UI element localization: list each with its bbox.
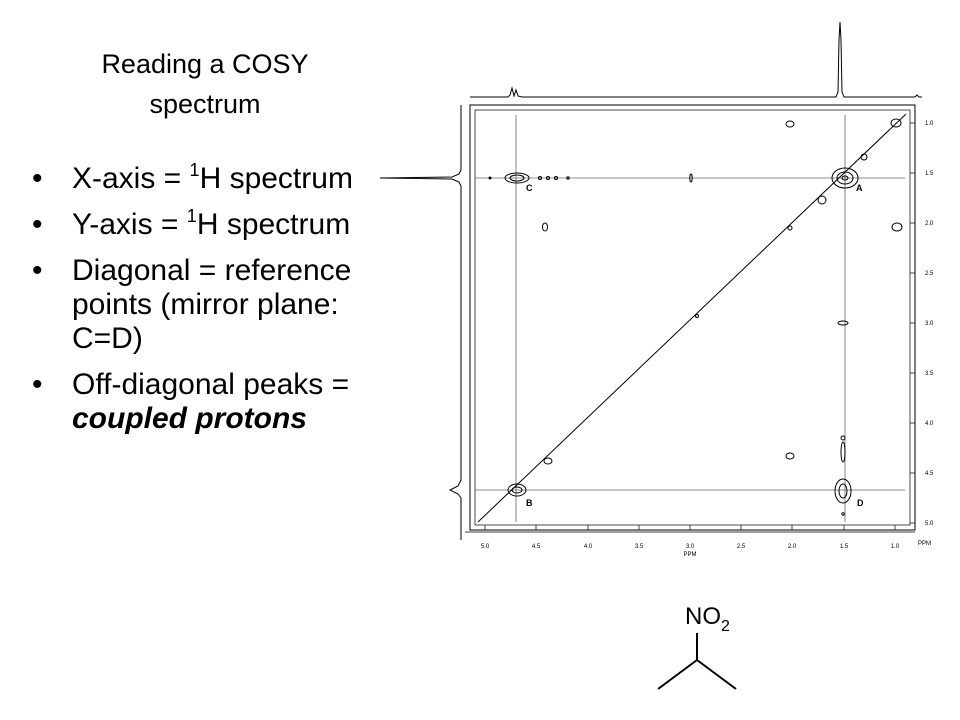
y-tick-label: 3.5 xyxy=(925,371,934,377)
peak-d-contour xyxy=(834,478,852,504)
peak-label-b: B xyxy=(526,498,533,508)
slide-title: Reading a COSY spectrum xyxy=(60,44,350,124)
y-tick-label: 1.5 xyxy=(925,171,934,177)
bullet-dot-icon: • xyxy=(32,162,43,195)
skeletal-bonds xyxy=(657,633,737,690)
bullet-text: H spectrum xyxy=(196,208,351,241)
y-axis-tick-labels: 1.0 1.5 2.0 2.5 3.0 3.5 4.0 4.5 5.0 xyxy=(925,121,934,527)
bullet-item-x-axis: • X-axis = 1H spectrum xyxy=(30,160,360,196)
peak-c-contour xyxy=(504,172,530,184)
bullet-dot-icon: • xyxy=(32,254,43,287)
peak-label-c: C xyxy=(526,183,533,193)
peak-label-a: A xyxy=(856,183,863,193)
bullet-dot-icon: • xyxy=(32,208,43,241)
bullet-emphasis: coupled protons xyxy=(72,402,307,435)
contour-peaks xyxy=(504,118,903,516)
nitro-subscript: 2 xyxy=(721,618,730,635)
bullet-text: X-axis = xyxy=(72,162,190,195)
y-tick-label: 4.0 xyxy=(925,421,934,427)
cross-peak xyxy=(538,176,542,180)
bullet-text: H spectrum xyxy=(199,162,353,195)
nitro-group-text: NO xyxy=(685,603,721,630)
cross-peak xyxy=(554,176,558,180)
cross-peak xyxy=(785,120,795,128)
bond-c-methyl-left xyxy=(657,659,698,690)
x-tick-label: 4.0 xyxy=(584,544,593,550)
y-tick-label: 1.0 xyxy=(925,121,934,127)
cross-peak xyxy=(891,222,903,232)
diagonal-peak xyxy=(890,118,902,128)
bond-c-methyl-right xyxy=(696,659,737,690)
diagonal-peak xyxy=(817,195,827,205)
x-axis-ticks xyxy=(484,525,896,530)
superscript-mass-number: 1 xyxy=(186,206,197,226)
slide-title-line1: Reading a COSY xyxy=(101,49,309,79)
cross-peak xyxy=(785,452,795,460)
peak-a-contour xyxy=(831,167,859,189)
y-axis-ticks xyxy=(910,122,915,524)
x-tick-label: 1.0 xyxy=(891,544,900,550)
cross-peak xyxy=(840,441,846,463)
top-projection-spectrum xyxy=(470,21,922,98)
superscript-mass-number: 1 xyxy=(189,160,200,180)
cross-peak xyxy=(841,512,845,516)
bullet-list: • X-axis = 1H spectrum • Y-axis = 1H spe… xyxy=(30,160,360,448)
y-tick-label: 5.0 xyxy=(925,521,934,527)
x-tick-label: 2.5 xyxy=(737,544,746,550)
peak-label-d: D xyxy=(857,498,864,508)
x-axis-tick-labels: 5.0 4.5 4.0 3.5 3.0 2.5 2.0 1.5 1.0 xyxy=(481,544,900,550)
x-tick-label: 2.0 xyxy=(788,544,797,550)
peak-labels: A B C D xyxy=(526,183,864,508)
bullet-item-diagonal: • Diagonal = reference points (mirror pl… xyxy=(30,254,360,356)
x-axis-label: PPM xyxy=(683,552,696,558)
diagonal-peak xyxy=(860,153,868,161)
cross-peak xyxy=(840,435,846,441)
y-axis-label: PPM xyxy=(918,541,931,547)
bullet-text: Off-diagonal peaks = xyxy=(72,368,350,401)
x-tick-label: 3.5 xyxy=(635,544,644,550)
y-tick-label: 2.0 xyxy=(925,221,934,227)
molecule-structure: NO2 xyxy=(657,603,737,690)
diagonal-peak xyxy=(543,457,553,465)
x-tick-label: 3.0 xyxy=(686,544,695,550)
bullet-dot-icon: • xyxy=(32,368,43,401)
cross-peak xyxy=(546,176,550,180)
bullet-text: Y-axis = xyxy=(72,208,187,241)
noise-dot xyxy=(488,176,492,180)
bullet-item-y-axis: • Y-axis = 1H spectrum xyxy=(30,206,360,242)
cross-peak xyxy=(837,320,849,326)
left-projection-spectrum xyxy=(379,105,462,540)
x-tick-label: 5.0 xyxy=(481,544,490,550)
bullet-item-off-diagonal: • Off-diagonal peaks = coupled protons xyxy=(30,368,360,436)
cross-peak xyxy=(542,222,548,232)
bullet-text: Diagonal = reference points (mirror plan… xyxy=(72,254,352,355)
y-tick-label: 3.0 xyxy=(925,321,934,327)
nitro-group-label: NO2 xyxy=(685,603,730,635)
x-tick-label: 4.5 xyxy=(532,544,541,550)
x-tick-label: 1.5 xyxy=(840,544,849,550)
cross-peak xyxy=(566,176,570,180)
y-tick-label: 2.5 xyxy=(925,271,934,277)
cross-peak xyxy=(689,173,693,183)
diagonal-line xyxy=(477,113,907,523)
diagonal-peak xyxy=(695,314,699,318)
plot-frame-outer xyxy=(469,104,916,531)
slide-title-line2: spectrum xyxy=(149,89,261,119)
y-tick-label: 4.5 xyxy=(925,471,934,477)
plot-frame-inner xyxy=(474,109,911,526)
diagonal-peak xyxy=(787,225,793,231)
peak-b-contour xyxy=(507,483,527,497)
